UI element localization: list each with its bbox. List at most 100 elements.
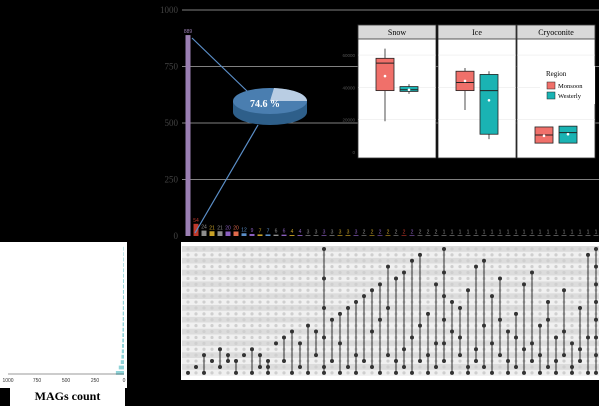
matrix-empty-dot	[306, 294, 310, 298]
matrix-empty-dot	[570, 335, 574, 340]
matrix-empty-dot	[490, 247, 494, 251]
matrix-empty-dot	[562, 365, 566, 369]
bar-value-label: 20	[225, 225, 231, 231]
matrix-empty-dot	[258, 288, 262, 292]
matrix-empty-dot	[290, 270, 294, 275]
matrix-empty-dot	[338, 247, 342, 251]
matrix-empty-dot	[434, 265, 438, 269]
matrix-empty-dot	[266, 353, 270, 357]
matrix-empty-dot	[282, 265, 286, 269]
matrix-empty-dot	[386, 253, 390, 257]
matrix-empty-dot	[266, 312, 270, 316]
matrix-filled-dot	[530, 359, 534, 364]
bar-value-label: 2	[435, 229, 438, 235]
matrix-empty-dot	[554, 288, 558, 292]
intersection-bar	[505, 235, 511, 236]
legend-swatch	[546, 91, 556, 100]
matrix-empty-dot	[330, 294, 334, 298]
matrix-empty-dot	[354, 265, 358, 269]
matrix-filled-dot	[306, 370, 310, 375]
matrix-empty-dot	[258, 276, 262, 281]
matrix-empty-dot	[250, 294, 254, 298]
bar-value-label: 21	[217, 225, 223, 231]
matrix-row-stripe	[182, 322, 599, 329]
bar-value-label: 12	[241, 227, 247, 233]
matrix-empty-dot	[298, 288, 302, 292]
matrix-empty-dot	[298, 324, 302, 328]
matrix-empty-dot	[394, 259, 398, 263]
matrix-empty-dot	[370, 282, 374, 286]
matrix-empty-dot	[226, 288, 230, 292]
matrix-empty-dot	[578, 253, 582, 257]
y-tick-label: 0	[174, 231, 179, 241]
matrix-empty-dot	[250, 335, 254, 340]
matrix-empty-dot	[242, 365, 246, 369]
matrix-empty-dot	[218, 270, 222, 275]
set-size-bar	[122, 344, 124, 348]
matrix-empty-dot	[282, 253, 286, 257]
matrix-empty-dot	[226, 341, 230, 345]
matrix-empty-dot	[570, 294, 574, 298]
matrix-empty-dot	[306, 253, 310, 257]
set-size-bar	[118, 365, 124, 370]
matrix-empty-dot	[226, 247, 230, 251]
intersection-bar	[529, 235, 535, 236]
matrix-empty-dot	[482, 247, 486, 251]
matrix-empty-dot	[258, 300, 262, 304]
matrix-empty-dot	[562, 253, 566, 257]
matrix-empty-dot	[306, 265, 310, 269]
matrix-empty-dot	[234, 306, 238, 310]
matrix-empty-dot	[386, 259, 390, 263]
matrix-empty-dot	[458, 253, 462, 257]
legend-label: Westerly	[558, 93, 582, 100]
boxplot-y-tick: 20000	[342, 118, 355, 123]
matrix-empty-dot	[266, 329, 270, 334]
matrix-empty-dot	[570, 276, 574, 281]
matrix-empty-dot	[250, 312, 254, 316]
matrix-empty-dot	[290, 306, 294, 310]
matrix-empty-dot	[530, 371, 534, 375]
matrix-filled-dot	[242, 353, 246, 358]
matrix-filled-dot	[322, 246, 326, 251]
matrix-empty-dot	[506, 324, 510, 328]
matrix-empty-dot	[282, 300, 286, 304]
matrix-filled-dot	[538, 370, 542, 375]
matrix-empty-dot	[290, 282, 294, 286]
matrix-empty-dot	[458, 276, 462, 281]
matrix-empty-dot	[210, 265, 214, 269]
matrix-empty-dot	[354, 259, 358, 263]
matrix-empty-dot	[266, 259, 270, 263]
matrix-empty-dot	[362, 365, 366, 369]
set-size-bar	[122, 322, 124, 327]
matrix-empty-dot	[466, 282, 470, 286]
matrix-empty-dot	[242, 270, 246, 275]
matrix-filled-dot	[586, 370, 590, 375]
matrix-empty-dot	[426, 306, 430, 310]
matrix-row-stripe	[182, 340, 599, 347]
matrix-filled-dot	[226, 353, 230, 358]
matrix-empty-dot	[538, 270, 542, 275]
matrix-empty-dot	[194, 247, 198, 251]
matrix-empty-dot	[298, 259, 302, 263]
intersection-bar	[521, 235, 527, 236]
matrix-row-stripe	[182, 346, 599, 353]
matrix-empty-dot	[450, 276, 454, 281]
matrix-empty-dot	[194, 306, 198, 310]
matrix-filled-dot	[426, 370, 430, 375]
intersection-bar	[273, 234, 279, 236]
matrix-empty-dot	[218, 341, 222, 345]
matrix-empty-dot	[226, 294, 230, 298]
matrix-empty-dot	[378, 270, 382, 275]
matrix-empty-dot	[330, 265, 334, 269]
matrix-empty-dot	[562, 259, 566, 263]
matrix-empty-dot	[202, 306, 206, 310]
matrix-empty-dot	[306, 282, 310, 286]
matrix-empty-dot	[186, 288, 190, 292]
matrix-empty-dot	[538, 294, 542, 298]
bar-value-label: 1	[571, 229, 574, 235]
intersection-bar	[361, 235, 367, 236]
